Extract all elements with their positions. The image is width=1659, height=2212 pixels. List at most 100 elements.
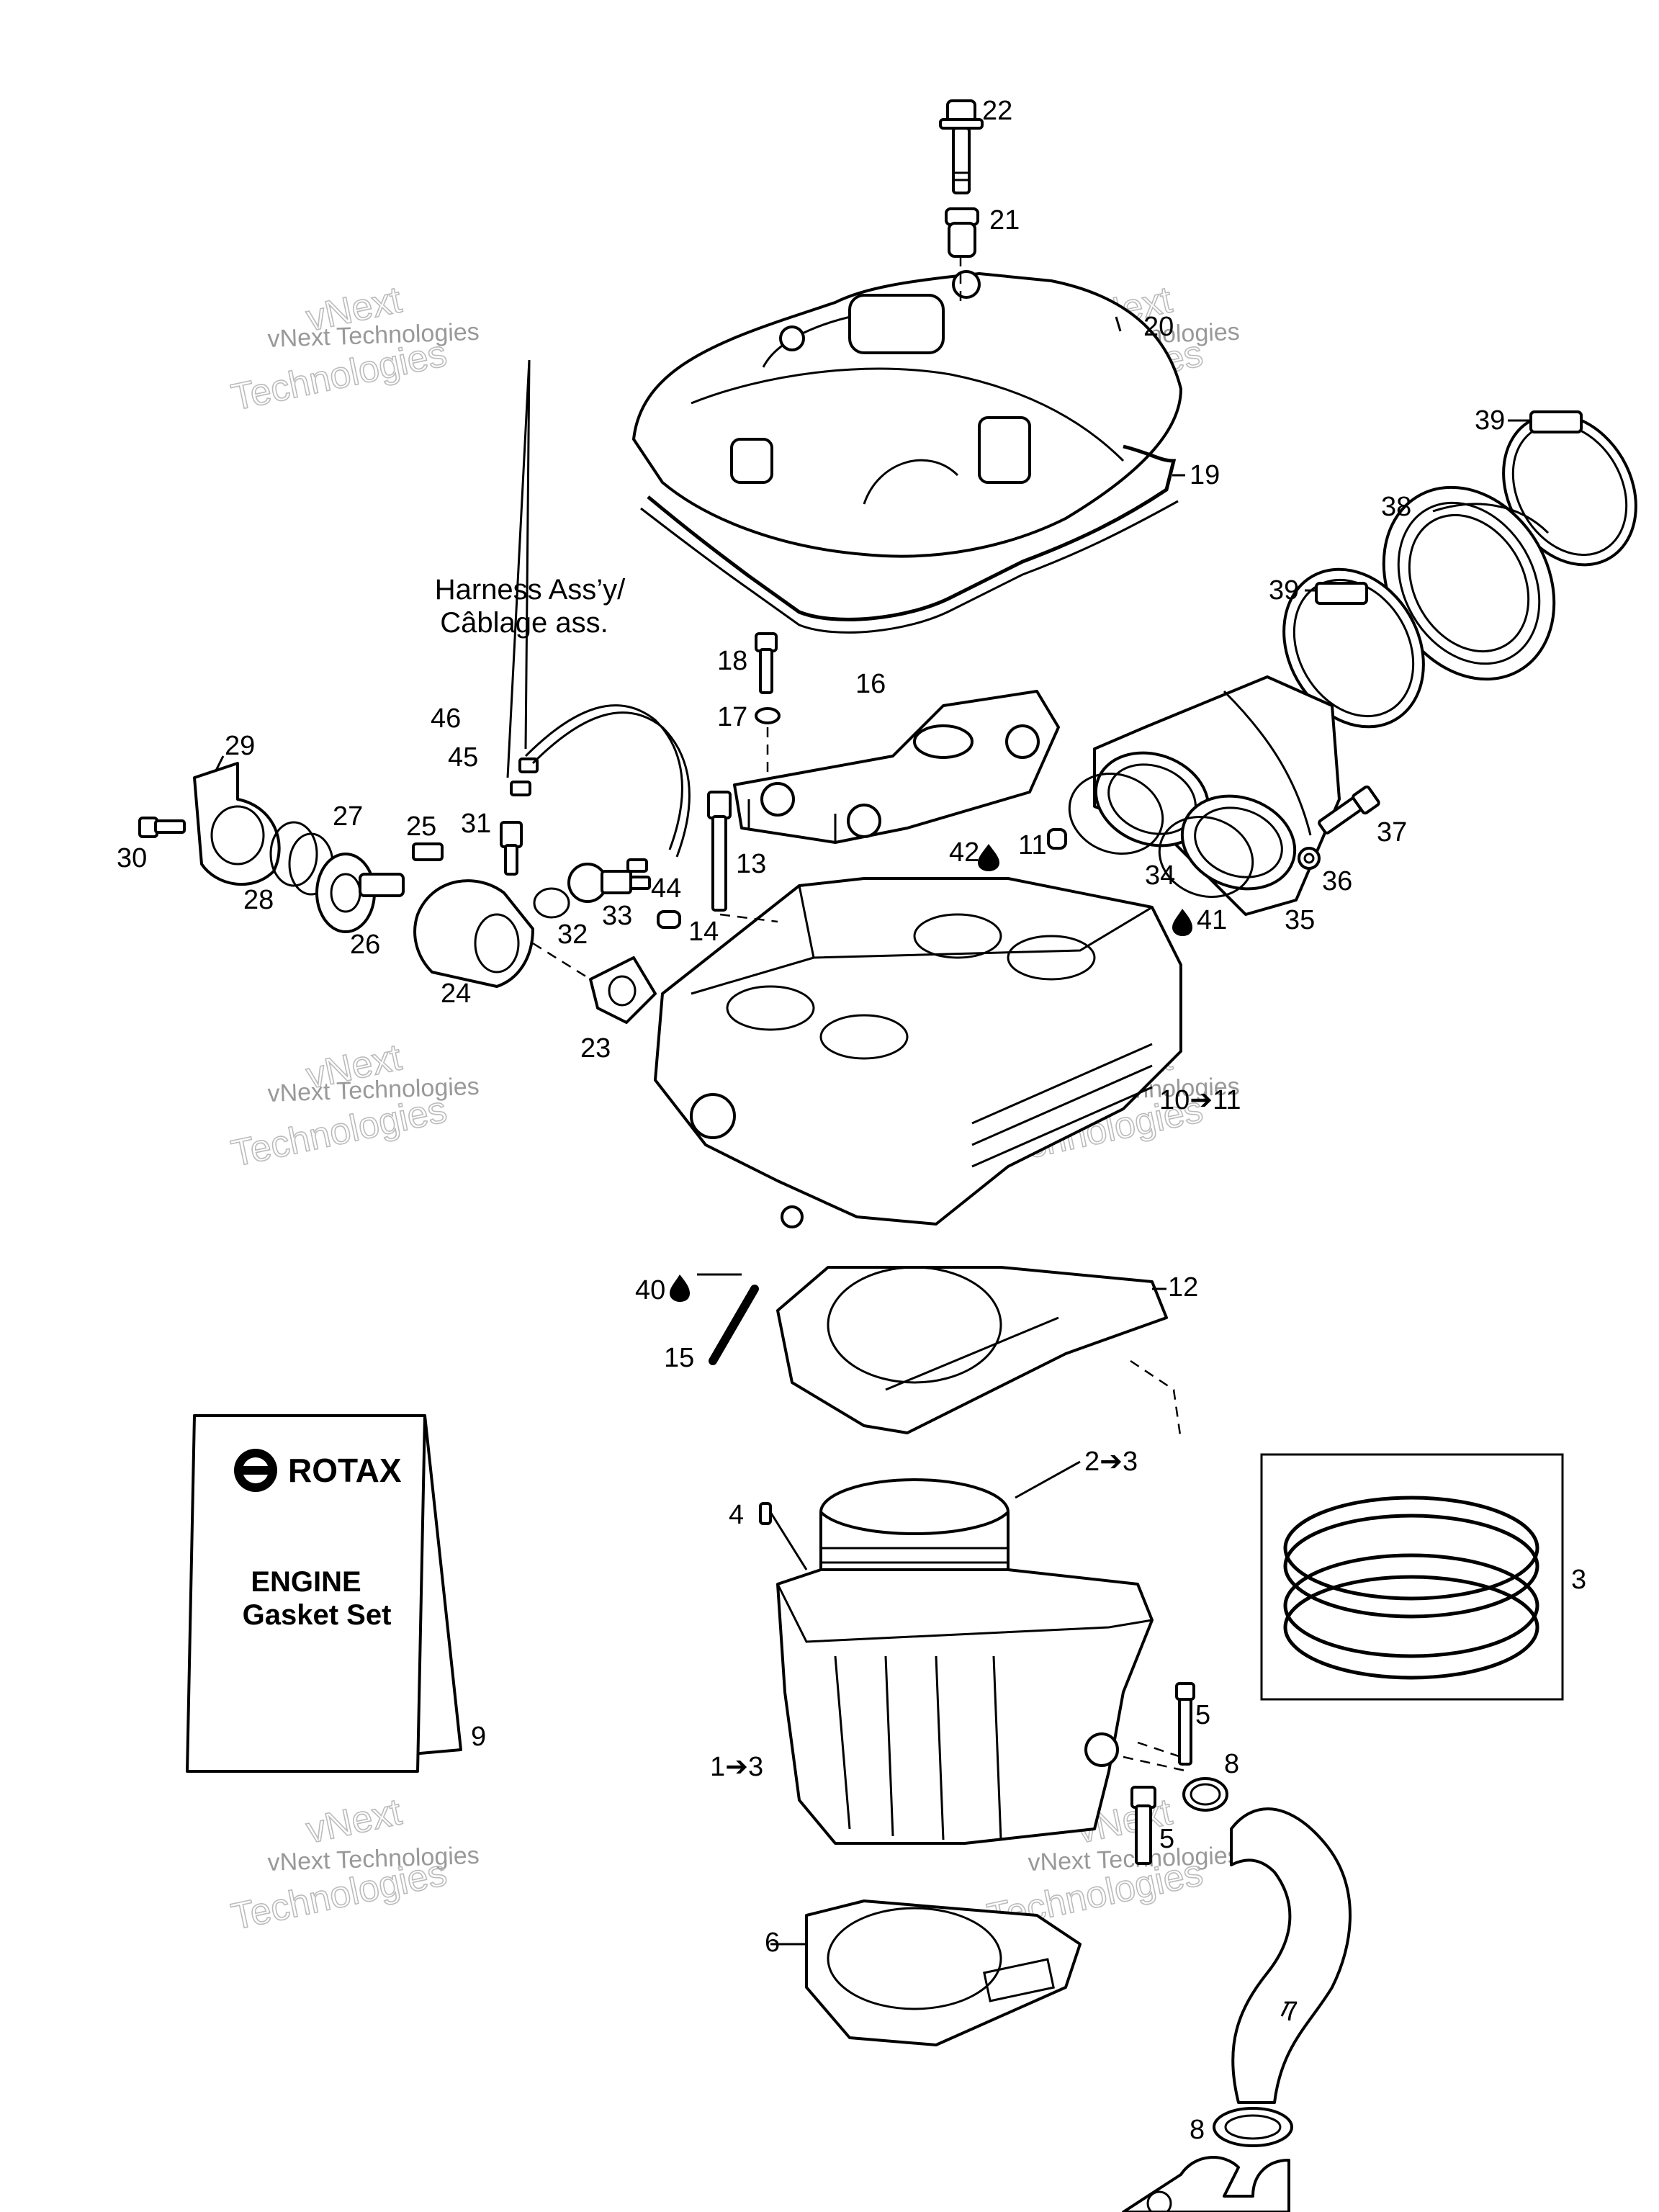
cylinder-1: [776, 1568, 1154, 1845]
rocker-arm-housing-16: [733, 690, 1060, 844]
harness-label: Harness Ass’y/ Câblage ass.: [435, 574, 626, 639]
label-18: 18: [717, 646, 747, 676]
label-10-to-11: 10➔11: [1159, 1085, 1241, 1115]
label-39-upper: 39: [1475, 405, 1505, 436]
label-36: 36: [1322, 866, 1352, 896]
label-5-lower: 5: [1159, 1824, 1174, 1854]
gasket-23: [589, 956, 657, 1024]
harness-wires: [506, 359, 691, 858]
valve-cover-gasket-19: [640, 444, 1179, 634]
label-8-upper: 8: [1224, 1749, 1239, 1779]
label-22: 22: [982, 96, 1012, 126]
label-38: 38: [1381, 492, 1411, 522]
label-26: 26: [350, 930, 380, 960]
thermostat-26: [315, 853, 405, 933]
label-13: 13: [736, 849, 766, 879]
watermark-top-left: vNext Technologies vNext Technologies: [228, 278, 480, 419]
bolt-13: [707, 791, 732, 912]
stud-15: [709, 1285, 759, 1365]
bolt-5-lower: [1130, 1786, 1156, 1865]
label-5-upper: 5: [1195, 1700, 1210, 1730]
valve-cover-20: [632, 270, 1182, 558]
label-6: 6: [765, 1928, 780, 1958]
rotax-logo-icon: [234, 1449, 277, 1492]
bolt-22: [939, 99, 984, 194]
label-40: 40: [635, 1275, 665, 1305]
connectors-45-46: [510, 757, 539, 796]
label-1-to-3: 1➔3: [710, 1752, 763, 1782]
hose-clamp-39-lower: [1282, 567, 1425, 729]
hose-clamp-8-upper: [1182, 1777, 1228, 1812]
bolt-5-upper: [1175, 1682, 1195, 1766]
washer-36: [1298, 847, 1321, 870]
o-ring-28: [269, 821, 318, 887]
bolt-30: [138, 817, 186, 838]
label-11: 11: [1018, 830, 1046, 860]
bolt-37: [1318, 785, 1380, 835]
piston-rings-box-3: [1260, 1453, 1564, 1701]
label-45: 45: [448, 742, 478, 773]
label-30: 30: [117, 843, 147, 873]
harness-label-line1: Harness Ass’y/: [435, 574, 626, 606]
label-28: 28: [243, 885, 274, 915]
cap-nut-21: [945, 207, 979, 258]
label-25: 25: [406, 811, 436, 842]
label-37: 37: [1377, 817, 1407, 848]
label-42: 42: [949, 837, 979, 868]
bolt-25: [412, 842, 444, 861]
coolant-hose-7: [1230, 1807, 1352, 2104]
oil-drop-icon: [978, 844, 999, 871]
booklet-brand: ROTAX: [288, 1452, 402, 1489]
leader-lines: [215, 316, 1532, 2017]
water-outlet-24: [413, 879, 534, 988]
oil-drop-icon: [670, 1274, 690, 1302]
booklet-title-line2: Gasket Set: [243, 1599, 392, 1631]
head-gasket-12: [776, 1266, 1168, 1434]
label-24: 24: [441, 979, 471, 1009]
hose-clamp-8-lower: [1213, 2107, 1293, 2147]
sensor-33: [567, 863, 632, 903]
label-27: 27: [333, 801, 363, 832]
label-3: 3: [1571, 1565, 1586, 1595]
label-17: 17: [717, 702, 747, 732]
label-31: 31: [461, 809, 491, 839]
part-labels: 22 21 20 19 39 38 39 18 17 16 46 45 29 2…: [117, 96, 1586, 2145]
label-2-to-3: 2➔3: [1084, 1447, 1138, 1477]
dowel-4: [759, 1502, 772, 1525]
o-rings-34: [1068, 772, 1254, 899]
sensor-31: [500, 821, 523, 876]
label-33: 33: [602, 901, 632, 931]
label-20: 20: [1143, 312, 1174, 342]
cylinder-head-10: [654, 877, 1182, 1228]
label-34: 34: [1145, 860, 1175, 891]
label-21: 21: [989, 205, 1020, 235]
bolt-18: [755, 632, 778, 694]
washer-17: [755, 707, 781, 724]
harness-label-line2: Câblage ass.: [440, 607, 608, 639]
label-16: 16: [855, 669, 886, 699]
alignment-lines: [532, 256, 1189, 1773]
label-8-lower: 8: [1190, 2115, 1205, 2145]
thermostat-cover-29: [193, 762, 281, 886]
svg-text:vNext: vNext: [302, 1791, 405, 1851]
label-32: 32: [557, 920, 588, 950]
label-7: 7: [1283, 1997, 1298, 2027]
water-pump-fitting: [1122, 2156, 1290, 2212]
label-12: 12: [1168, 1272, 1198, 1303]
label-14: 14: [688, 917, 719, 947]
booklet-title-line1: ENGINE: [251, 1566, 361, 1598]
watermark-bottom-left: vNext Technologies vNext Technologies: [228, 1790, 480, 1938]
watermark-mid-left: vNext Technologies vNext Technologies: [228, 1035, 480, 1175]
label-23: 23: [580, 1033, 611, 1064]
oil-drop-icon: [1172, 909, 1192, 936]
label-4: 4: [729, 1500, 744, 1530]
label-35: 35: [1285, 905, 1315, 935]
intake-manifold-35: [1093, 675, 1341, 916]
dowel-14: [657, 910, 681, 929]
label-41: 41: [1197, 905, 1227, 935]
label-15: 15: [664, 1343, 694, 1373]
label-44: 44: [651, 873, 681, 904]
connectors-44: [626, 858, 651, 890]
label-9: 9: [471, 1722, 486, 1752]
